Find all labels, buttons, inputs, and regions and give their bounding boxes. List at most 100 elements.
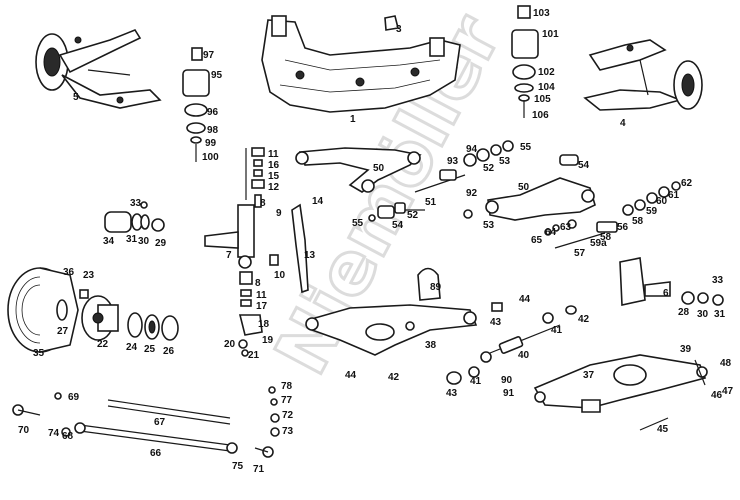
rubber-mount-stack-right [511, 5, 539, 118]
label-65: 65 [531, 235, 543, 246]
label-35: 35 [33, 348, 45, 359]
steering-knuckle-right [619, 257, 724, 306]
label-50a: 50 [373, 163, 385, 174]
label-55a: 55 [520, 142, 532, 153]
kingpin-washer-stack-lower [238, 271, 263, 357]
label-26: 26 [163, 346, 175, 357]
label-31b: 31 [714, 309, 726, 320]
label-7: 7 [226, 250, 232, 261]
label-93: 93 [447, 156, 459, 167]
rubber-bump-stop [417, 267, 441, 301]
label-46: 46 [711, 390, 723, 401]
label-60: 60 [656, 196, 668, 207]
label-92: 92 [466, 188, 478, 199]
label-14: 14 [312, 196, 324, 207]
label-41b: 41 [470, 376, 482, 387]
label-33b: 33 [712, 275, 724, 286]
label-104: 104 [538, 82, 555, 93]
label-51: 51 [425, 197, 437, 208]
label-95: 95 [211, 70, 223, 81]
label-89: 89 [430, 282, 442, 293]
trailing-arm [533, 354, 708, 413]
label-57: 57 [574, 248, 586, 259]
label-67: 67 [154, 417, 166, 428]
label-31a: 31 [126, 234, 138, 245]
label-1: 1 [350, 114, 356, 125]
label-101: 101 [542, 29, 559, 40]
label-13: 13 [304, 250, 316, 261]
label-52b: 52 [407, 210, 419, 221]
label-55b: 55 [352, 218, 364, 229]
label-42b: 42 [388, 372, 400, 383]
upper-control-arm-right [485, 177, 596, 221]
short-bolt [694, 359, 706, 386]
label-103: 103 [533, 8, 550, 19]
label-30a: 30 [138, 236, 150, 247]
bushings-row-upper [414, 140, 579, 219]
kingpin-washer-stack-upper [251, 147, 265, 208]
label-34: 34 [103, 236, 115, 247]
label-11b: 11 [256, 290, 267, 301]
label-29: 29 [155, 238, 167, 249]
label-5: 5 [73, 92, 79, 103]
label-96: 96 [207, 107, 219, 118]
wheel-hub [79, 289, 119, 341]
label-75: 75 [232, 461, 244, 472]
label-33a: 33 [130, 198, 142, 209]
label-58b: 58 [600, 232, 612, 243]
label-56: 56 [617, 222, 629, 233]
label-21: 21 [248, 350, 260, 361]
label-100: 100 [202, 152, 219, 163]
label-102: 102 [538, 67, 555, 78]
label-16: 16 [268, 160, 280, 171]
long-bolt [639, 417, 669, 431]
label-37: 37 [583, 370, 595, 381]
label-42: 42 [578, 314, 590, 325]
label-91: 91 [503, 388, 515, 399]
label-45: 45 [657, 424, 669, 435]
label-48: 48 [720, 358, 732, 369]
label-10: 10 [274, 270, 286, 281]
label-28: 28 [678, 307, 690, 318]
label-6: 6 [663, 288, 669, 299]
callout-labels: 1 3 4 5 6 7 8 9 10 11 12 13 14 15 16 17 … [18, 8, 734, 475]
label-19: 19 [262, 335, 274, 346]
label-27: 27 [57, 326, 69, 337]
label-68: 68 [62, 431, 74, 442]
label-61: 61 [668, 190, 680, 201]
rubber-mount-stack-left [182, 47, 210, 162]
label-94: 94 [466, 144, 478, 155]
label-59: 59 [646, 206, 658, 217]
label-8a: 8 [260, 198, 266, 209]
label-98: 98 [207, 125, 219, 136]
label-52a: 52 [483, 163, 495, 174]
label-77: 77 [281, 395, 293, 406]
bushings-row-right [544, 181, 681, 249]
bushings-row-lower [368, 202, 425, 222]
label-106: 106 [532, 110, 549, 121]
label-4: 4 [620, 118, 626, 129]
label-3: 3 [396, 24, 402, 35]
label-70: 70 [18, 425, 30, 436]
label-23: 23 [83, 270, 95, 281]
label-39: 39 [680, 344, 692, 355]
label-99: 99 [205, 138, 217, 149]
label-22: 22 [97, 339, 109, 350]
steering-knuckle [204, 148, 255, 269]
lower-control-arm [305, 304, 478, 356]
label-40: 40 [518, 350, 530, 361]
wheel-bearing-set [56, 299, 179, 341]
label-105: 105 [534, 94, 551, 105]
label-90: 90 [501, 375, 513, 386]
label-71: 71 [253, 464, 265, 475]
front-hub-assembly-right [583, 39, 703, 111]
tie-rods-lower [12, 386, 280, 458]
label-66: 66 [150, 448, 162, 459]
label-24: 24 [126, 342, 138, 353]
label-11a: 11 [268, 149, 279, 160]
label-18: 18 [258, 319, 270, 330]
label-73: 73 [282, 426, 294, 437]
label-59a: 59a [590, 238, 607, 249]
